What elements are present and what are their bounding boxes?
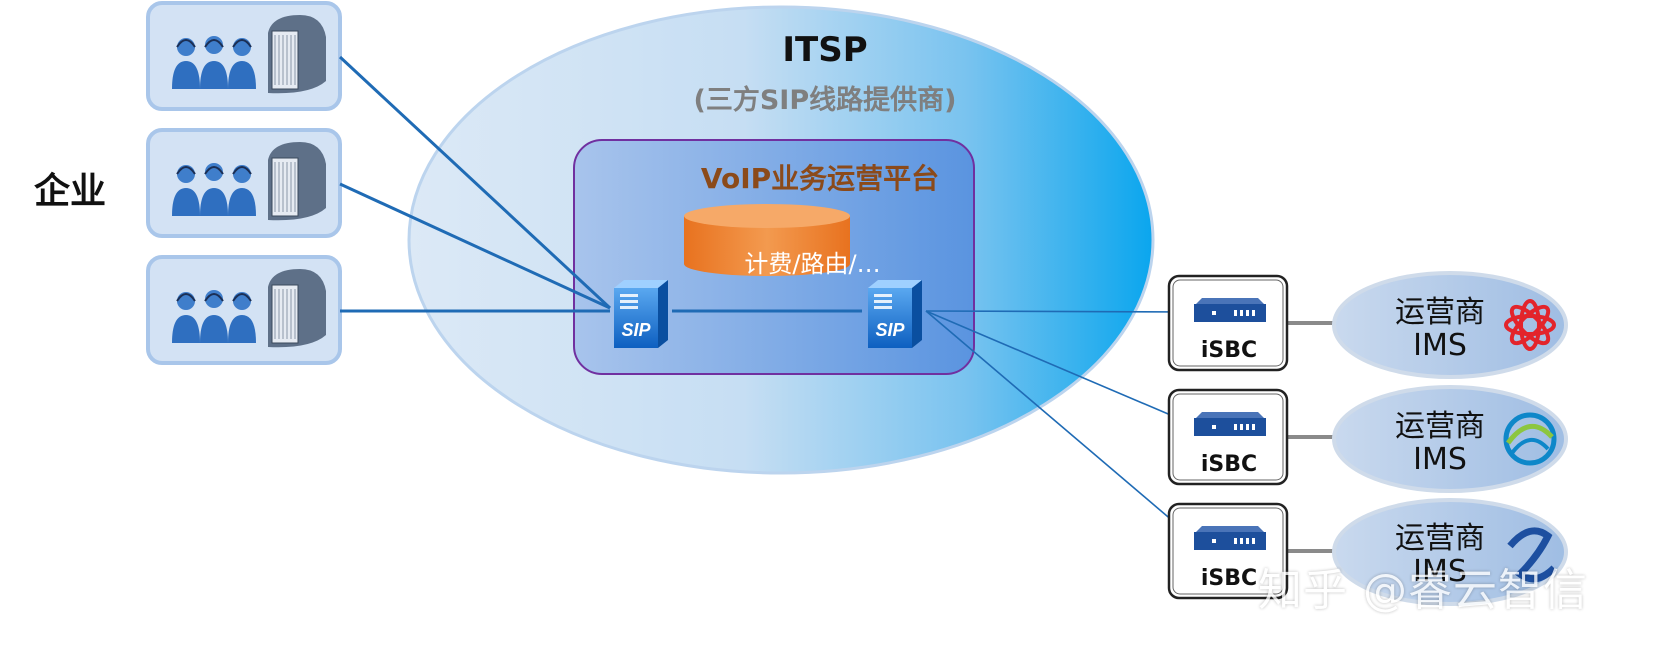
enterprise-links	[338, 55, 612, 313]
sip-server-1-icon	[614, 280, 668, 348]
sbc-device-icon	[1194, 526, 1266, 550]
enterprise-label: 企业	[34, 171, 107, 212]
china-telecom-logo	[1507, 527, 1557, 583]
database-icon	[684, 204, 850, 276]
pbx-cabinet-icon	[268, 15, 326, 94]
carrier-3-ims: IMS	[1413, 554, 1467, 589]
watermark: 知乎 @睿云智信	[1258, 565, 1588, 616]
call-center-agents-icon	[172, 36, 256, 89]
sbc-carrier-links	[1288, 321, 1336, 553]
sip-server-2-icon	[868, 280, 922, 348]
carrier-1-ims: IMS	[1413, 328, 1467, 363]
call-center-agents-icon	[172, 290, 256, 343]
carrier-ims-cloud	[1332, 498, 1568, 606]
isbc-box	[1167, 388, 1289, 486]
sbc-device-icon	[1194, 412, 1266, 436]
isbc-label-2: iSBC	[1200, 452, 1258, 477]
pbx-cabinet-icon	[268, 269, 326, 348]
pbx-cabinet-icon	[268, 142, 326, 221]
carrier-3-title: 运营商	[1395, 521, 1485, 556]
itsp-subtitle: (三方SIP线路提供商)	[693, 85, 957, 116]
carrier-2-title: 运营商	[1395, 409, 1485, 444]
carrier-1-title: 运营商	[1395, 295, 1485, 330]
sbc-links	[925, 310, 1195, 540]
china-unicom-logo	[1504, 299, 1556, 351]
database-label: 计费/路由/…	[744, 250, 881, 278]
call-center-agents-icon	[172, 163, 256, 216]
isbc-box	[1167, 274, 1289, 372]
carrier-ims-cloud	[1332, 271, 1568, 379]
isbc-label-1: iSBC	[1200, 338, 1258, 363]
carrier-ims-cloud	[1332, 385, 1568, 493]
isbc-box	[1167, 502, 1289, 600]
china-mobile-logo	[1503, 412, 1557, 466]
isbc-label-3: iSBC	[1200, 566, 1258, 591]
voip-platform-title: VoIP业务运营平台	[700, 162, 940, 195]
sbc-device-icon	[1194, 298, 1266, 322]
itsp-title: ITSP	[782, 30, 868, 70]
carrier-2-ims: IMS	[1413, 442, 1467, 477]
